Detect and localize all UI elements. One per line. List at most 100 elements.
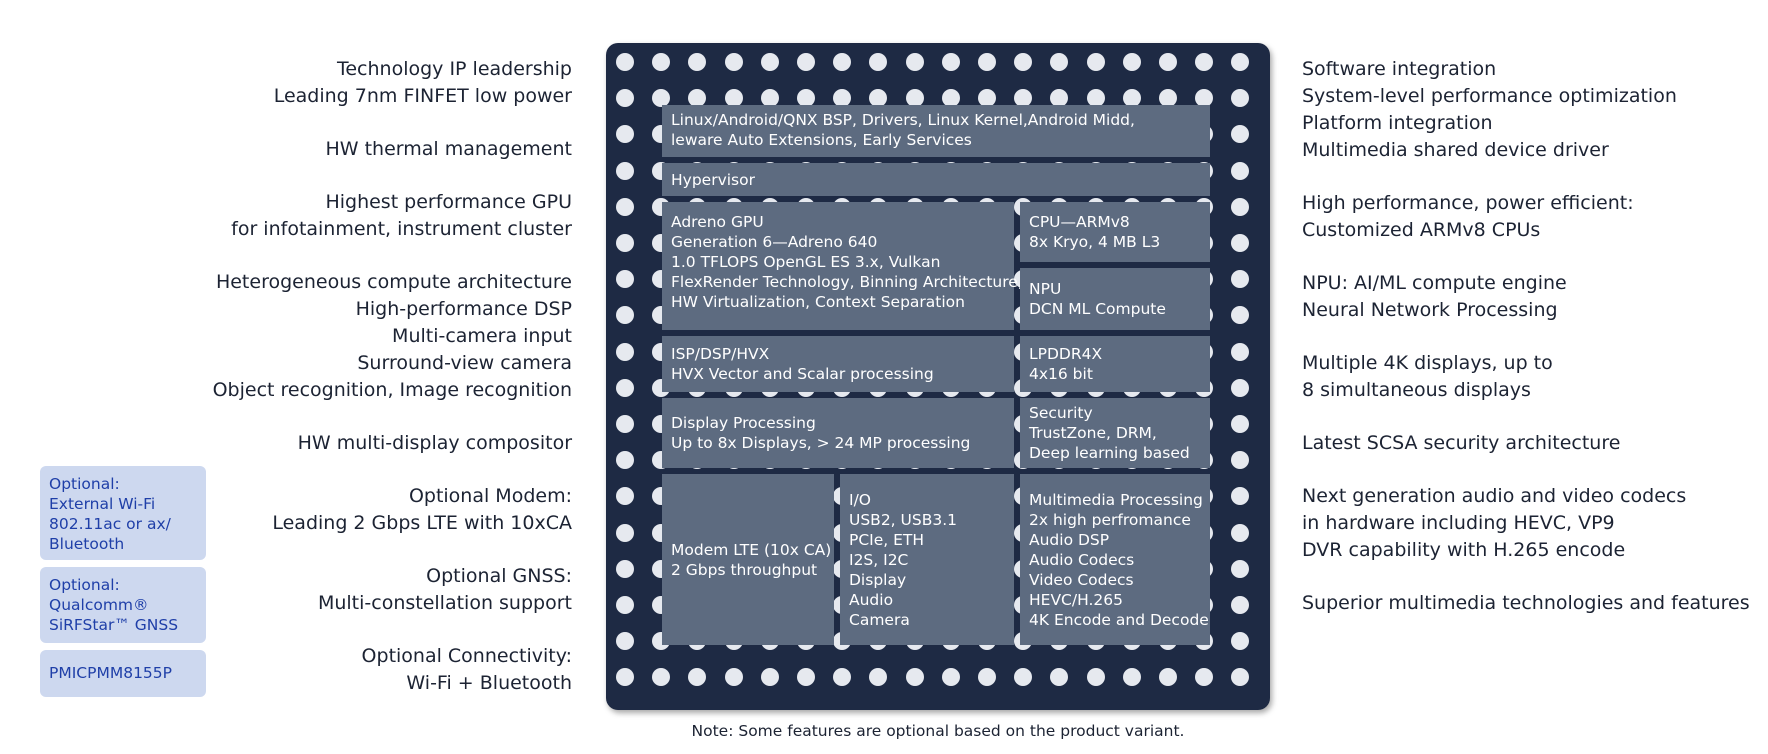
feature-line: High-performance DSP [355,298,572,320]
block-line: PCIe, ETH [849,530,925,549]
feature-line: System-level performance optimization [1302,85,1677,107]
bsp-block: Linux/Android/QNX BSP, Drivers, Linux Ke… [662,105,1210,157]
pin-dot [978,53,996,71]
feature-line: Object recognition, Image recognition [212,379,572,401]
feature-group-security: Latest SCSA security architecture [1302,430,1750,457]
right-feature-list: Software integration System-level perfor… [1302,56,1750,617]
block-line: I2S, I2C [849,550,909,569]
block-line: I/O [849,490,871,509]
block-line: 1.0 TFLOPS OpenGL ES 3.x, Vulkan [671,253,941,271]
block-line: Up to 8x Displays, > 24 MP processing [671,434,971,452]
pin-dot [1086,668,1105,687]
feature-line: Multi-constellation support [317,592,572,614]
io-block: I/O USB2, USB3.1 PCIe, ETH I2S, I2C Disp… [840,474,1014,645]
feature-group-cpu: High performance, power efficient: Custo… [1302,190,1750,244]
feature-line: Wi-Fi + Bluetooth [406,672,572,694]
pin-dot [869,89,888,108]
pin-dot [797,668,815,687]
pin-dot [1086,53,1105,71]
feature-line: Software integration [1302,58,1497,80]
pin-dot [616,632,634,651]
block-line: Multimedia Processing [1029,490,1203,509]
pin-dot [1122,89,1141,108]
feature-line: 8 simultaneous displays [1302,379,1531,401]
feature-group-gpu: Highest performance GPU for infotainment… [213,189,572,243]
feature-line: in hardware including HEVC, VP9 [1302,512,1615,534]
pin-dot [1159,53,1177,71]
pin-dot [1231,451,1250,470]
feature-line: Surround-view camera [357,352,572,374]
pin-dot [688,89,707,108]
pin-dot [941,53,960,71]
pin-dot [616,53,634,71]
block-line: 2 Gbps throughput [671,560,818,579]
feature-line: Optional Connectivity: [361,645,572,667]
feature-line: NPU: AI/ML compute engine [1302,272,1567,294]
pin-dot [905,53,924,71]
soc-chip: Linux/Android/QNX BSP, Drivers, Linux Ke… [606,43,1270,710]
cpu-block: CPU—ARMv8 8x Kryo, 4 MB L3 [1020,202,1210,262]
pin-dot [616,559,634,578]
optional-line: Optional: [49,475,120,493]
pin-dot [1014,668,1033,687]
modem-block: Modem LTE (10x CA) 2 Gbps throughput [662,474,834,645]
feature-line: Platform integration [1302,112,1493,134]
block-line: 4x16 bit [1029,365,1093,383]
block-line: HEVC/H.265 [1029,590,1123,609]
pin-dot [1231,632,1250,651]
pin-dot [1086,89,1105,108]
feature-line: Latest SCSA security architecture [1302,432,1621,454]
feature-line: Technology IP leadership [336,58,572,80]
pin-dot [1231,596,1250,614]
block-line: Display [849,570,907,589]
pin-dot [616,306,634,325]
pin-dot [978,668,996,687]
hypervisor-block: Hypervisor [662,163,1210,196]
block-line: 2x high perfromance [1029,510,1191,529]
pin-dot [652,668,671,687]
feature-group-compute: Heterogeneous compute architecture High-… [213,269,572,404]
pin-dot [797,89,815,108]
pin-dot [1231,559,1250,578]
pin-dot [1195,668,1214,687]
feature-group-compositor: HW multi-display compositor [213,430,572,457]
pin-dot [688,668,707,687]
block-line: Adreno GPU [671,213,764,231]
optional-line: SiRFStar™ GNSS [49,616,179,634]
optional-line: Optional: [49,576,120,594]
pin-dot [833,89,852,108]
block-line: HVX Vector and Scalar processing [671,365,934,383]
pin-dot [760,668,779,687]
block-line: Deep learning based [1029,444,1190,462]
feature-line: Neural Network Processing [1302,299,1558,321]
feature-line: Multi-camera input [392,325,572,347]
pin-dot [1231,487,1250,506]
pin-dot [1231,378,1250,397]
feature-line: High performance, power efficient: [1302,192,1634,214]
pin-dot [688,53,707,71]
pin-dot [616,125,634,144]
pin-dot [1231,668,1250,687]
pin-dot [616,234,634,252]
feature-group-gnss: Optional GNSS: Multi-constellation suppo… [213,563,572,617]
pin-dot [941,89,960,108]
pin-dot [616,270,634,289]
feature-line: Next generation audio and video codecs [1302,485,1687,507]
pin-dot [1014,53,1033,71]
pin-dot [724,89,743,108]
pin-dot [1231,342,1250,361]
pin-dot [616,197,634,216]
optional-line: Bluetooth [49,535,125,553]
pin-dot [905,89,924,108]
isp-block: ISP/DSP/HVX HVX Vector and Scalar proces… [662,336,1014,392]
feature-line: Multimedia shared device driver [1302,139,1609,161]
block-line: leware Auto Extensions, Early Services [671,131,972,149]
pin-dot [1231,306,1250,325]
feature-line: Highest performance GPU [325,191,572,213]
multimedia-block: Multimedia Processing 2x high perfromanc… [1020,474,1210,645]
optional-line: Qualcomm® [49,596,149,614]
pin-dot [724,668,743,687]
pin-dot [760,53,779,71]
pin-dot [1231,197,1250,216]
block-line: Security [1029,404,1093,422]
